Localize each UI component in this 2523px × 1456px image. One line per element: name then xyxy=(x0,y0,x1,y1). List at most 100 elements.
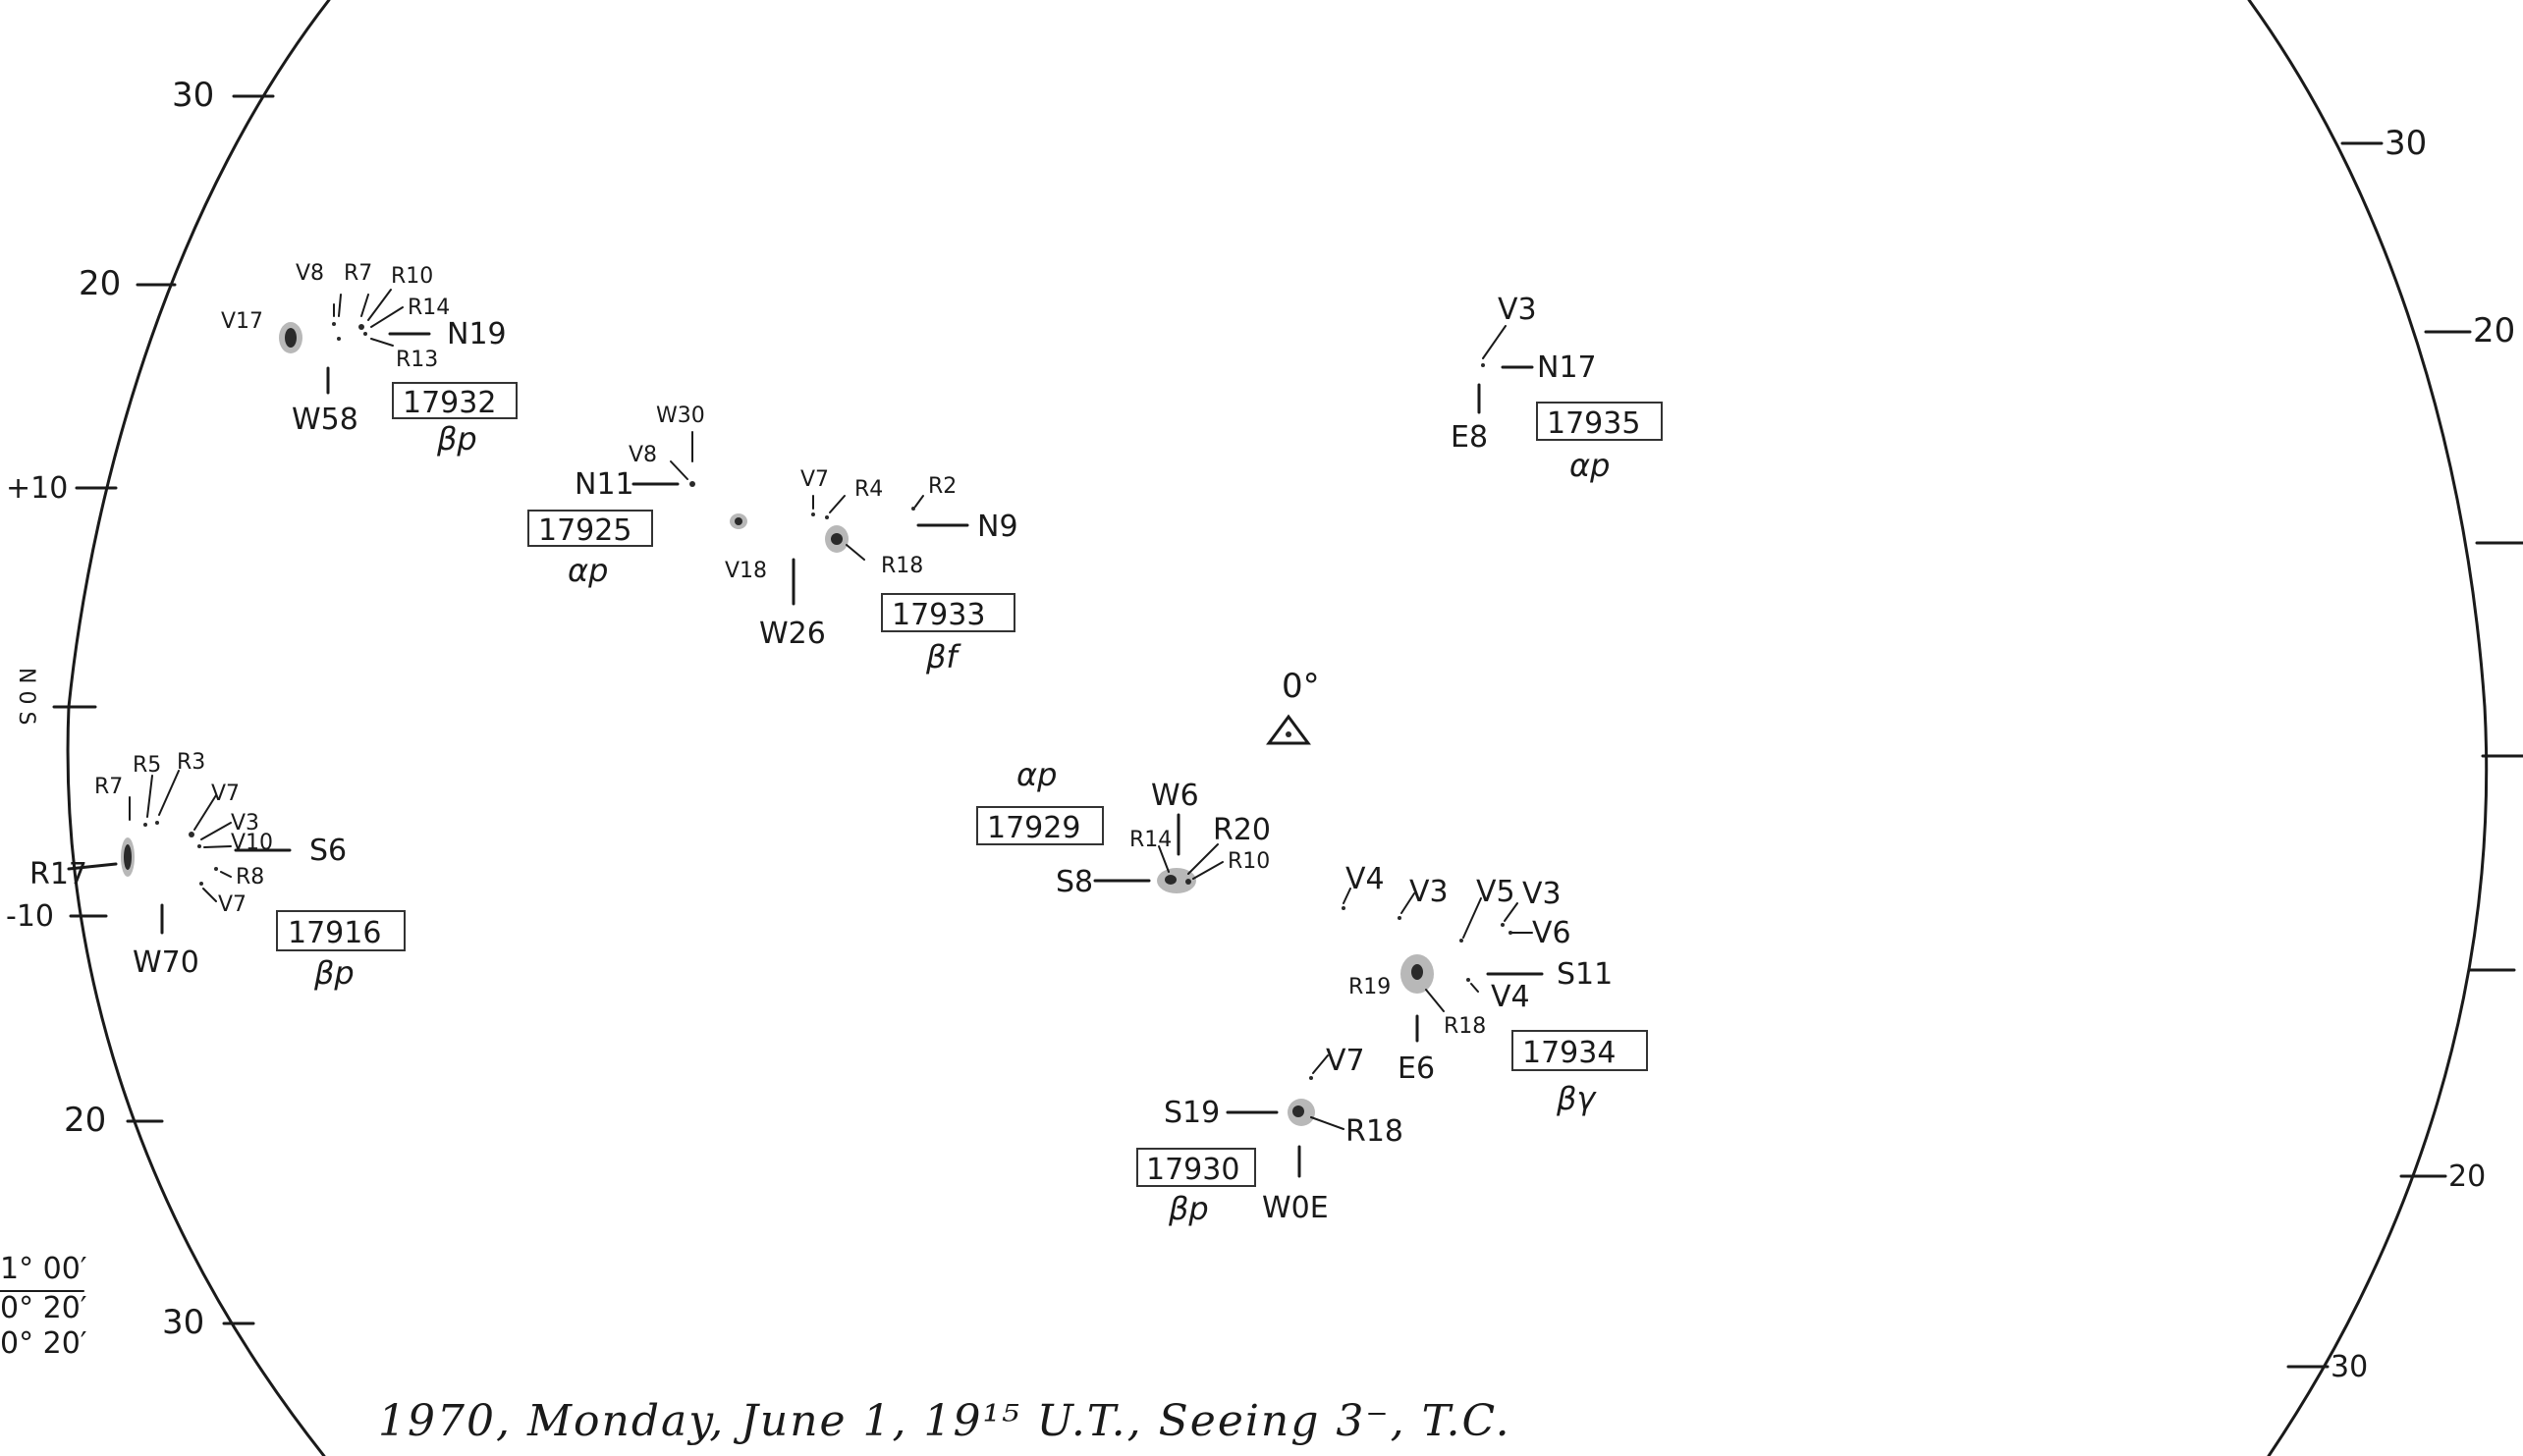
scale-note-2: 0° 20′ xyxy=(0,1291,87,1325)
label-v3: V3 xyxy=(1409,875,1449,909)
label-v7: V7 xyxy=(1326,1044,1365,1078)
label-r7: R7 xyxy=(94,775,123,799)
spot-dot xyxy=(1501,923,1505,927)
group-17935: V3 N17 E8 17935 αp xyxy=(1451,293,1663,484)
label-v7: V7 xyxy=(800,467,829,492)
label-r10: R10 xyxy=(391,264,433,289)
right-label-20: 20 xyxy=(2473,311,2515,351)
label-v10: V10 xyxy=(231,831,273,855)
umbra xyxy=(1292,1105,1304,1117)
label-longitude: E6 xyxy=(1398,1052,1435,1086)
group-17929: αp 17929 W6 R14 R20 R10 S8 xyxy=(976,756,1271,899)
spot-dot xyxy=(811,512,815,516)
label-latitude: N19 xyxy=(447,317,507,351)
umbra xyxy=(124,844,132,870)
label-longitude: W0E xyxy=(1262,1191,1329,1225)
label-latitude: N9 xyxy=(977,510,1018,544)
spot-dot xyxy=(337,337,341,341)
group-class: αp xyxy=(1569,447,1610,484)
label-v5: V5 xyxy=(1476,875,1515,909)
group-box xyxy=(1536,402,1663,441)
label-longitude: W58 xyxy=(292,403,358,437)
group-box xyxy=(392,382,518,419)
group-number: 17932 xyxy=(403,386,496,420)
label-latitude: S19 xyxy=(1164,1096,1220,1130)
equator-ns-label: N 0 S xyxy=(14,668,38,725)
label-r5: R5 xyxy=(133,753,161,778)
group-box xyxy=(881,593,1015,632)
label-latitude: S6 xyxy=(309,834,347,868)
spot-dot xyxy=(689,481,695,487)
label-v8: V8 xyxy=(296,261,324,286)
right-label-30: 30 xyxy=(2385,124,2427,163)
left-limb-arc xyxy=(66,0,331,1456)
spot-dot xyxy=(1466,978,1470,982)
leader-lines xyxy=(1482,325,1507,359)
group-17933: V7 R4 R2 N9 R18 V18 W26 17933 βf xyxy=(725,467,1018,675)
spot-dot xyxy=(1481,363,1485,367)
umbra xyxy=(831,533,843,545)
label-longitude: E8 xyxy=(1451,420,1488,455)
label-v7-lower: V7 xyxy=(218,892,247,917)
group-box xyxy=(527,510,653,547)
group-17925: W30 V8 N11 17925 αp xyxy=(527,404,705,589)
label-r20: R20 xyxy=(1213,813,1271,847)
label-r4: R4 xyxy=(854,477,883,502)
label-r7: R7 xyxy=(344,261,372,286)
group-number: 17929 xyxy=(987,811,1080,845)
spot-dot xyxy=(1508,931,1512,935)
left-label-minus30: 30 xyxy=(162,1303,204,1342)
leader-lines xyxy=(670,460,688,480)
label-r17: R17 xyxy=(29,857,87,891)
label-r13: R13 xyxy=(396,348,438,372)
group-box xyxy=(1511,1030,1648,1071)
group-class: βp xyxy=(313,954,355,992)
label-r2: R2 xyxy=(928,474,957,499)
leader-lines xyxy=(1310,1054,1344,1130)
spot-dot xyxy=(1398,916,1401,920)
label-r18: R18 xyxy=(1444,1014,1486,1039)
label-r14: R14 xyxy=(408,296,450,320)
label-v17: V17 xyxy=(221,309,263,334)
label-latitude: N17 xyxy=(1537,351,1597,385)
spot-dot xyxy=(358,324,364,330)
scale-notes: 1° 00′ 0° 20′ 0° 20′ xyxy=(0,1252,87,1361)
group-17932: V17 V8 R7 R10 R14 R13 N19 W58 17932 βp xyxy=(221,261,518,458)
left-label-minus10: -10 xyxy=(6,899,54,934)
leader-lines xyxy=(1158,843,1224,880)
center-label: 0° xyxy=(1282,667,1320,706)
group-class: βγ xyxy=(1556,1080,1597,1117)
observation-footer: 1970, Monday, June 1, 19¹⁵ U.T., Seeing … xyxy=(378,1396,1511,1446)
group-class: βp xyxy=(1168,1190,1209,1227)
label-v3: V3 xyxy=(1498,293,1537,327)
group-number: 17933 xyxy=(892,598,985,632)
disk-center: 0° xyxy=(1266,667,1320,745)
group-number: 17916 xyxy=(288,916,381,950)
group-number: 17930 xyxy=(1146,1153,1239,1187)
label-latitude: S8 xyxy=(1056,865,1093,899)
umbra xyxy=(735,517,742,525)
scale-note-3: 0° 20′ xyxy=(0,1326,87,1361)
label-r14: R14 xyxy=(1129,828,1172,852)
umbra xyxy=(285,328,297,348)
left-label-minus20: 20 xyxy=(64,1101,106,1140)
label-longitude: W6 xyxy=(1151,779,1199,813)
left-latitude-scale: 30 20 +10 -10 20 30 N 0 S xyxy=(6,76,275,1342)
spot-dot xyxy=(1459,939,1463,943)
spot-dot xyxy=(214,867,218,871)
center-dot xyxy=(1286,731,1291,737)
label-latitude: N11 xyxy=(575,467,634,502)
leader-lines xyxy=(333,289,404,347)
right-latitude-scale: 30 20 20 30 xyxy=(2286,124,2523,1384)
group-17916: R7 R5 R3 V7 V3 V10 S6 R8 V7 R17 W70 1791… xyxy=(29,750,406,992)
right-limb-arc xyxy=(2247,0,2489,1456)
label-latitude: S11 xyxy=(1557,957,1613,992)
spot-dot xyxy=(825,515,829,519)
label-v8: V8 xyxy=(629,443,657,467)
spot-dot xyxy=(189,832,194,837)
label-r3: R3 xyxy=(177,750,205,775)
group-number: 17935 xyxy=(1547,406,1640,441)
spot-dot xyxy=(1342,906,1345,910)
group-box xyxy=(976,806,1104,845)
umbra xyxy=(1165,875,1177,885)
